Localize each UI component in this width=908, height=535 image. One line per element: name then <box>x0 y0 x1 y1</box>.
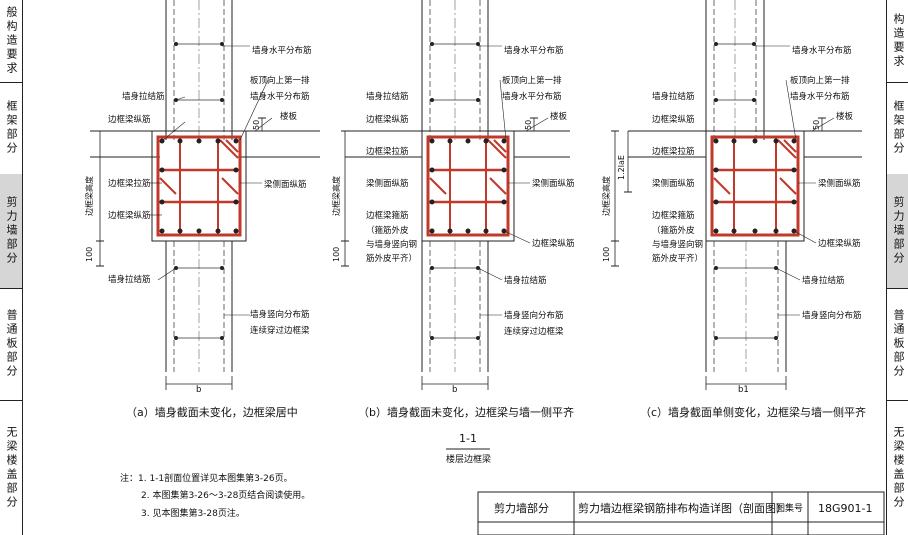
c-label-wall-horizontal: 墙身水平分布筋 <box>792 45 852 56</box>
b-label-beam-long-left: 边框梁纵筋 <box>366 114 409 125</box>
a-height-label: 边框梁高度 <box>84 176 94 216</box>
b-width-label: b <box>452 385 457 395</box>
left-tab-general[interactable]: 般构造要求 <box>0 0 22 83</box>
c-label-side-longitudinal: 梁侧面纵筋 <box>818 178 861 189</box>
b-dim-50: 50 <box>524 120 533 130</box>
b-label-wall-tie: 墙身拉结筋 <box>504 275 547 286</box>
a-width-label: b <box>196 385 201 395</box>
b-label-side-long-left: 梁侧面纵筋 <box>366 178 409 189</box>
title-part: 剪力墙部分 <box>494 501 549 515</box>
c-label-slab: 楼板 <box>836 111 854 122</box>
a-label-wall-horizontal: 墙身水平分布筋 <box>252 45 312 56</box>
a-label-beam-long: 边框梁纵筋 <box>108 114 151 125</box>
a-label-continuous: 连续穿过边框梁 <box>250 325 310 336</box>
a-dim-50: 50 <box>252 120 261 130</box>
b-label-beam-tie: 边框梁拉筋 <box>366 146 409 157</box>
b-label-stirrup: 边框梁箍筋 <box>366 210 409 221</box>
left-sidebar: 般构造要求 框架部分 剪力墙部分 普通板部分 无梁楼盖部分 <box>0 0 23 535</box>
title-block: 剪力墙部分 剪力墙边框梁钢筋排布构造详图（剖面图） 图集号 18G901-1 <box>477 491 885 535</box>
diagram-c: 墙身水平分布筋 板顶向上第一排 墙身水平分布筋 楼板 梁侧面纵筋 边框梁纵筋 墙… <box>601 0 866 419</box>
right-tab-shear-wall[interactable]: 剪力墙部分 <box>887 174 908 289</box>
right-tab-frame-label: 框架部分 <box>892 100 905 156</box>
c-dim-100: 100 <box>602 247 611 262</box>
b-label-wall-horizontal: 墙身水平分布筋 <box>504 45 564 56</box>
a-label-beam-tie: 边框梁拉筋 <box>108 178 151 189</box>
b-label-wall-tie-left: 墙身拉结筋 <box>366 91 409 102</box>
left-tab-general-label: 般构造要求 <box>5 6 18 76</box>
b-label-stirrup-note-2: 与墙身竖向钢 <box>366 239 417 250</box>
c-width-label: b1 <box>738 385 749 395</box>
a-label-beam-long-2: 边框梁纵筋 <box>108 210 151 221</box>
c-label-stirrup-note-2: 与墙身竖向钢 <box>652 239 703 250</box>
a-label-side-longitudinal: 梁侧面纵筋 <box>264 179 307 190</box>
a-label-wall-horizontal-2: 墙身水平分布筋 <box>250 91 310 102</box>
diagram-a: 墙身水平分布筋 板顶向上第一排 墙身水平分布筋 楼板 梁侧面纵筋 墙身竖向分布筋… <box>84 0 320 419</box>
c-label-stirrup-note-1: （箍筋外皮 <box>652 225 695 236</box>
c-label-wall-tie: 墙身拉结筋 <box>802 275 845 286</box>
c-label-side-long-left: 梁侧面纵筋 <box>652 178 695 189</box>
c-label-beam-long: 边框梁纵筋 <box>818 238 861 249</box>
a-label-wall-vertical: 墙身竖向分布筋 <box>250 309 310 320</box>
right-tab-general-label: 构造要求 <box>892 13 905 69</box>
b-label-stirrup-note-1: （箍筋外皮 <box>366 225 409 236</box>
right-sidebar: 构造要求 框架部分 剪力墙部分 普通板部分 无梁楼盖部分 <box>886 0 908 535</box>
right-tab-general[interactable]: 构造要求 <box>887 0 908 83</box>
right-tab-shear-wall-label: 剪力墙部分 <box>892 196 905 266</box>
a-label-wall-tie-2: 墙身拉结筋 <box>108 274 151 285</box>
c-caption: （c）墙身截面单侧变化，边框梁与墙一侧平齐 <box>640 405 866 419</box>
b-height-label: 边框梁高度 <box>331 176 341 216</box>
note-2: 2. 本图集第3-26～3-28页结合阅读使用。 <box>141 489 310 501</box>
a-label-wall-tie: 墙身拉结筋 <box>122 91 165 102</box>
a-label-slab: 楼板 <box>280 111 298 122</box>
c-label-stirrup-note-3: 筋外皮平齐） <box>652 253 703 264</box>
b-label-continuous: 连续穿过边框梁 <box>504 326 564 337</box>
title-atlas-no: 18G901-1 <box>818 502 872 515</box>
left-tab-slab-label: 普通板部分 <box>5 309 18 379</box>
note-3: 3. 见本图集第3-28页注。 <box>141 507 245 519</box>
a-caption: （a）墙身截面未变化，边框梁居中 <box>126 405 298 419</box>
b-caption: （b）墙身截面未变化，边框梁与墙一侧平齐 <box>358 405 574 419</box>
c-dim-anchorage: 1.2laE <box>617 155 626 180</box>
section-sublabel: 楼层边框梁 <box>446 453 491 465</box>
right-tab-slab-label: 普通板部分 <box>892 309 905 379</box>
b-label-stirrup-note-3: 筋外皮平齐） <box>366 253 417 264</box>
c-height-label: 边框梁高度 <box>601 176 611 216</box>
b-label-wall-vertical: 墙身竖向分布筋 <box>504 310 564 321</box>
left-tab-shear-wall-label: 剪力墙部分 <box>5 196 18 266</box>
c-label-wall-vertical: 墙身竖向分布筋 <box>802 310 862 321</box>
left-tab-slab[interactable]: 普通板部分 <box>0 288 22 401</box>
b-label-beam-long: 边框梁纵筋 <box>532 238 575 249</box>
c-dim-50: 50 <box>812 120 821 130</box>
right-tab-slab[interactable]: 普通板部分 <box>887 288 908 401</box>
c-label-wall-tie-left: 墙身拉结筋 <box>652 91 695 102</box>
b-label-slab-top-first: 板顶向上第一排 <box>502 75 562 86</box>
left-tab-frame-label: 框架部分 <box>5 100 18 156</box>
diagram-b: 墙身水平分布筋 板顶向上第一排 墙身水平分布筋 楼板 梁侧面纵筋 边框梁纵筋 墙… <box>331 0 575 419</box>
left-tab-shear-wall[interactable]: 剪力墙部分 <box>0 174 22 289</box>
left-tab-flat-slab-label: 无梁楼盖部分 <box>5 425 18 510</box>
section-label: 1-1 <box>459 432 477 445</box>
c-label-beam-tie: 边框梁拉筋 <box>652 146 695 157</box>
b-dim-100: 100 <box>332 247 341 262</box>
c-label-stirrup: 边框梁箍筋 <box>652 210 695 221</box>
note-1: 注：1. 1-1剖面位置详见本图集第3-26页。 <box>120 472 293 484</box>
c-label-wall-horizontal-2: 墙身水平分布筋 <box>790 91 850 102</box>
c-label-slab-top-first: 板顶向上第一排 <box>790 75 850 86</box>
title-main: 剪力墙边框梁钢筋排布构造详图（剖面图） <box>578 501 787 515</box>
title-atlas-label: 图集号 <box>776 502 803 514</box>
c-label-beam-long-left: 边框梁纵筋 <box>652 114 695 125</box>
right-tab-flat-slab-label: 无梁楼盖部分 <box>892 425 905 510</box>
a-dim-100: 100 <box>85 247 94 262</box>
b-label-side-longitudinal: 梁侧面纵筋 <box>532 178 575 189</box>
a-label-slab-top-first: 板顶向上第一排 <box>250 75 310 86</box>
left-tab-flat-slab[interactable]: 无梁楼盖部分 <box>0 400 22 535</box>
right-tab-flat-slab[interactable]: 无梁楼盖部分 <box>887 400 908 535</box>
b-label-wall-horizontal-2: 墙身水平分布筋 <box>502 91 562 102</box>
b-label-slab: 楼板 <box>550 111 568 122</box>
